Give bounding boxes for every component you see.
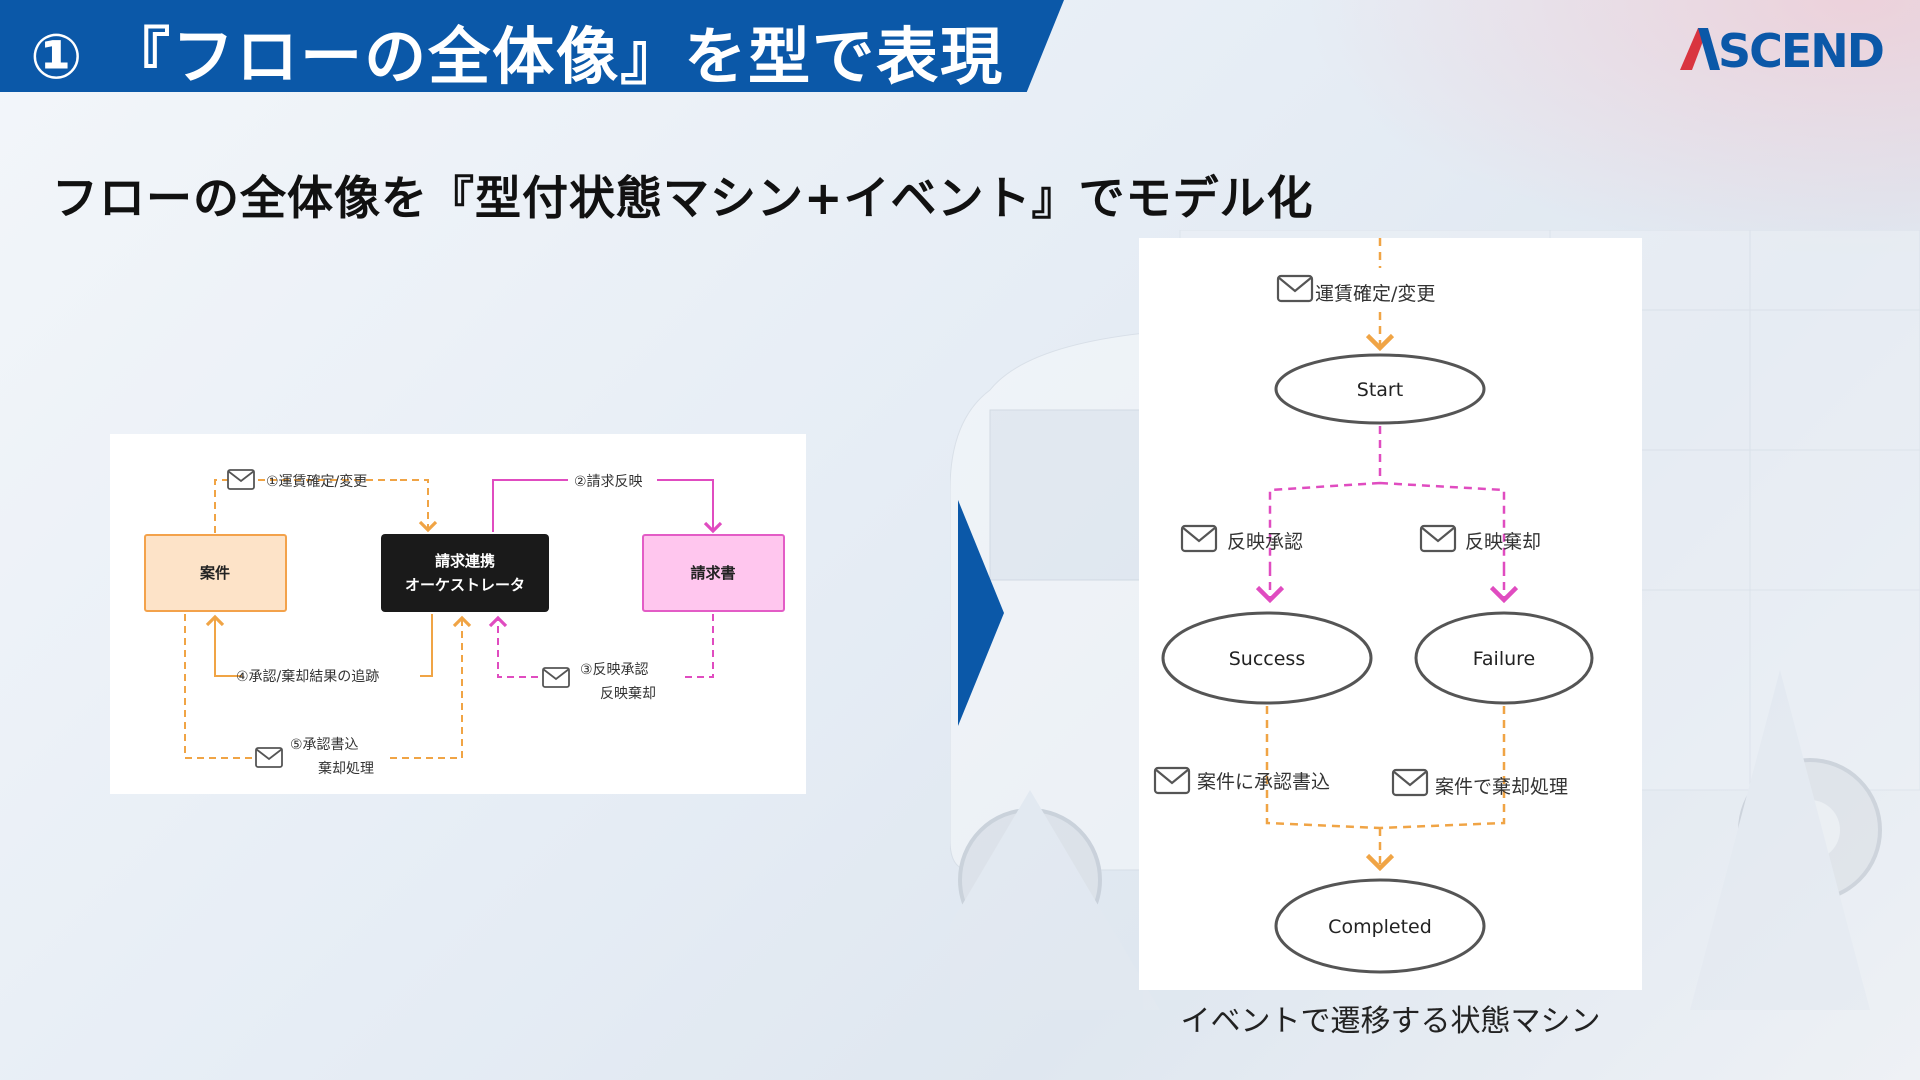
- edge-write-approval: [184, 614, 252, 759]
- flow-diagram: 案件 請求連携 オーケストレータ 請求書 ①運賃確定/変更 ②請求反映 ③反映承…: [144, 469, 785, 777]
- state-machine-diagram: 運賃確定/変更 Start 反映承認 反映棄却 Success Failure: [1153, 238, 1594, 974]
- flow-diagram-panel: 案件 請求連携 オーケストレータ 請求書 ①運賃確定/変更 ②請求反映 ③反映承…: [110, 434, 806, 794]
- edge-split: [1268, 426, 1506, 568]
- edge-tracking-arrow: [205, 614, 242, 677]
- edge-approve-reject-arrow: [488, 615, 538, 678]
- node-seikyusho: [642, 534, 785, 612]
- node-seikyusho-label: 請求書: [690, 564, 735, 582]
- background-glow: [1300, 0, 1920, 260]
- edge-tracking: [420, 614, 433, 677]
- event-3-label-2: 反映棄却: [600, 686, 656, 702]
- edge-fare-change: [214, 479, 400, 533]
- state-failure-label: Failure: [1473, 648, 1536, 670]
- state-failure: [1414, 611, 1594, 705]
- edge-billing-reflect-arrow: [657, 479, 723, 534]
- edge-write-approval-arrow: [390, 615, 472, 759]
- event-4-label: ④承認/棄却結果の追跡: [236, 669, 379, 685]
- page-title: ① 『フローの全体像』を型で表現: [30, 20, 1005, 93]
- event-5-label-2: 棄却処理: [318, 761, 374, 777]
- transition-arrow-icon: [958, 500, 1004, 726]
- node-orchestrator: [381, 534, 549, 612]
- header-bar: [0, 0, 1064, 92]
- mail-icon: [227, 469, 255, 490]
- edge-approve-reject: [680, 614, 714, 678]
- mail-icon: [1419, 524, 1457, 553]
- edge-billing-reflect: [492, 479, 568, 532]
- mail-icon: [1391, 768, 1429, 797]
- event-reject-label: 反映棄却: [1465, 531, 1541, 553]
- event-2-label: ②請求反映: [574, 474, 643, 490]
- event-write-approval-label: 案件に承認書込: [1197, 771, 1330, 793]
- event-3-label-1: ③反映承認: [580, 662, 649, 678]
- node-orchestrator-label-1: 請求連携: [435, 552, 495, 570]
- state-machine-panel: 運賃確定/変更 Start 反映承認 反映棄却 Success Failure: [1139, 238, 1642, 990]
- slide-subtitle: フローの全体像を『型付状態マシン+イベント』でモデル化: [52, 171, 1314, 225]
- mail-icon: [1276, 274, 1314, 303]
- node-anken: [144, 534, 287, 612]
- event-reject-processing-label: 案件で棄却処理: [1435, 776, 1568, 798]
- edge-merge: [1265, 706, 1506, 830]
- state-machine-caption: イベントで遷移する状態マシン: [1180, 1004, 1601, 1039]
- mail-icon: [1153, 766, 1191, 795]
- ascend-logo: SCEND: [1680, 24, 1885, 74]
- state-success-label: Success: [1229, 648, 1305, 670]
- edge-fare-change-arrow: [400, 479, 438, 533]
- event-1-label: ①運賃確定/変更: [266, 473, 367, 490]
- event-approve-label: 反映承認: [1227, 531, 1303, 553]
- event-fare-change-label: 運賃確定/変更: [1315, 283, 1435, 305]
- node-orchestrator-label-2: オーケストレータ: [405, 576, 525, 594]
- node-anken-label: 案件: [199, 564, 230, 582]
- state-completed-label: Completed: [1328, 916, 1432, 938]
- mail-icon: [255, 747, 283, 768]
- state-completed: [1274, 878, 1486, 974]
- mail-icon: [542, 667, 570, 688]
- svg-text:SCEND: SCEND: [1718, 24, 1883, 74]
- state-start: [1274, 353, 1486, 425]
- state-success: [1161, 611, 1373, 705]
- state-start-label: Start: [1357, 379, 1403, 401]
- mail-icon: [1180, 524, 1218, 553]
- event-5-label-1: ⑤承認書込: [290, 737, 359, 753]
